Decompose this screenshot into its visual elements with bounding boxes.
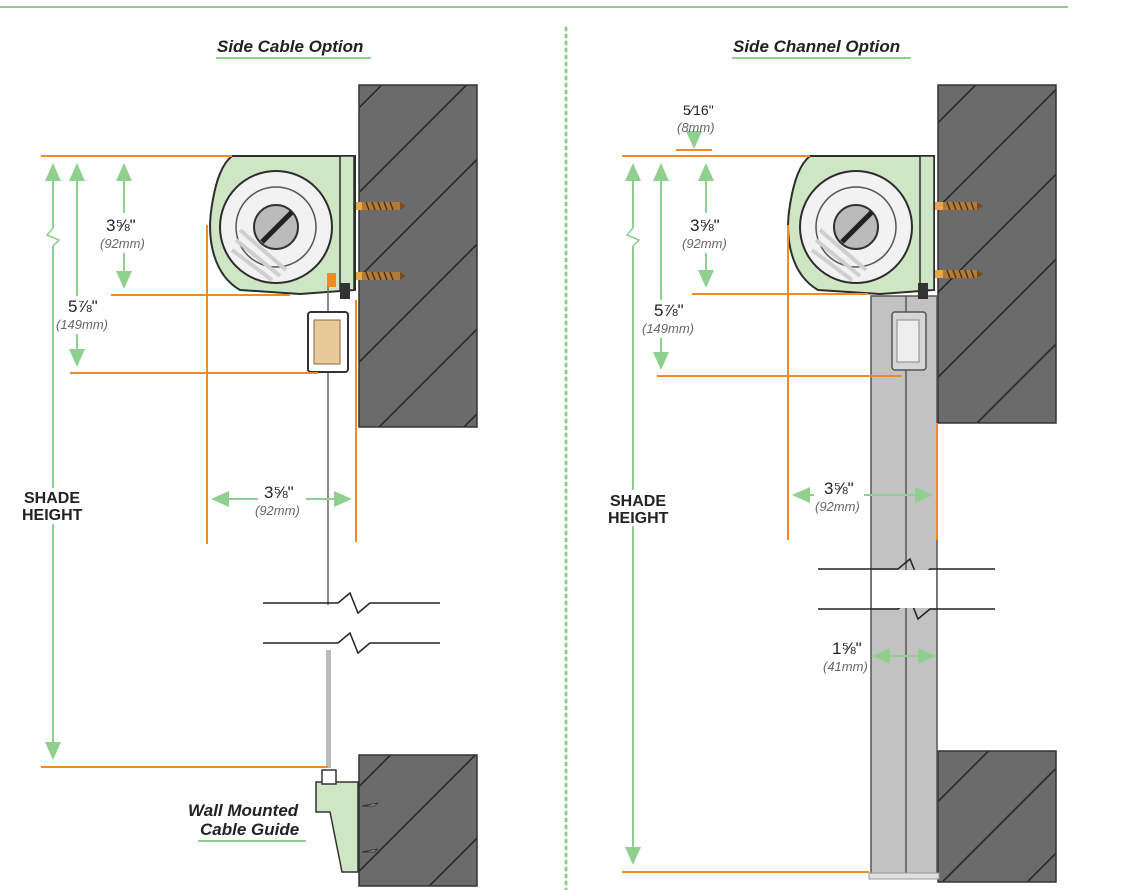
left-break-upper — [263, 591, 440, 615]
left-wall-lower — [358, 754, 478, 887]
right-panel: Side Channel Option — [604, 37, 1057, 883]
right-dim-gap-mm: (8mm) — [677, 120, 715, 135]
right-shade-label-2: HEIGHT — [608, 510, 669, 527]
right-dim-width-label: 3⅝" — [824, 479, 854, 498]
right-dim-large-label: 5⅞" — [654, 301, 684, 320]
left-dim-width-mm: (92mm) — [255, 503, 300, 518]
right-dim-small-label: 3⅝" — [690, 216, 720, 235]
left-title: Side Cable Option — [217, 37, 363, 56]
right-dim-channel-mm: (41mm) — [823, 659, 868, 674]
right-dim-width-mm: (92mm) — [815, 499, 860, 514]
left-wall-upper — [358, 84, 478, 428]
right-break-upper — [818, 557, 995, 581]
right-break-lower — [818, 597, 995, 621]
right-dim-channel-label: 1⅝" — [832, 639, 862, 658]
left-dim-small-mm: (92mm) — [100, 236, 145, 251]
right-dim-small-mm: (92mm) — [682, 236, 727, 251]
right-housing — [787, 155, 935, 299]
right-screw-lower — [935, 269, 983, 279]
right-bottom-weight — [891, 311, 927, 371]
left-caption-line2: Cable Guide — [200, 820, 299, 839]
left-dim-small-label: 3⅝" — [106, 216, 136, 235]
right-wall-lower — [937, 750, 1057, 883]
left-cable-lower — [326, 650, 331, 768]
left-panel: Side Cable Option — [20, 37, 478, 887]
left-bottom-weight — [307, 311, 349, 373]
left-screw-upper — [354, 201, 406, 211]
left-shade-label-1: SHADE — [24, 490, 80, 507]
right-dim-large-mm: (149mm) — [642, 321, 694, 336]
left-dim-large-label: 5⅞" — [68, 297, 98, 316]
left-dim-large-mm: (149mm) — [56, 317, 108, 332]
right-shade-label-1: SHADE — [610, 493, 666, 510]
left-cable-guide — [315, 769, 379, 873]
left-break-lower — [263, 631, 440, 655]
left-shade-label-2: HEIGHT — [22, 507, 83, 524]
right-screw-upper — [935, 201, 983, 211]
left-dim-width-label: 3⅝" — [264, 483, 294, 502]
left-screw-lower — [354, 271, 406, 281]
right-dim-gap-label: 5⁄16" — [683, 102, 714, 118]
right-wall-upper — [937, 84, 1057, 424]
right-title: Side Channel Option — [733, 37, 900, 56]
left-caption-line1: Wall Mounted — [188, 801, 299, 820]
left-housing — [209, 155, 356, 299]
